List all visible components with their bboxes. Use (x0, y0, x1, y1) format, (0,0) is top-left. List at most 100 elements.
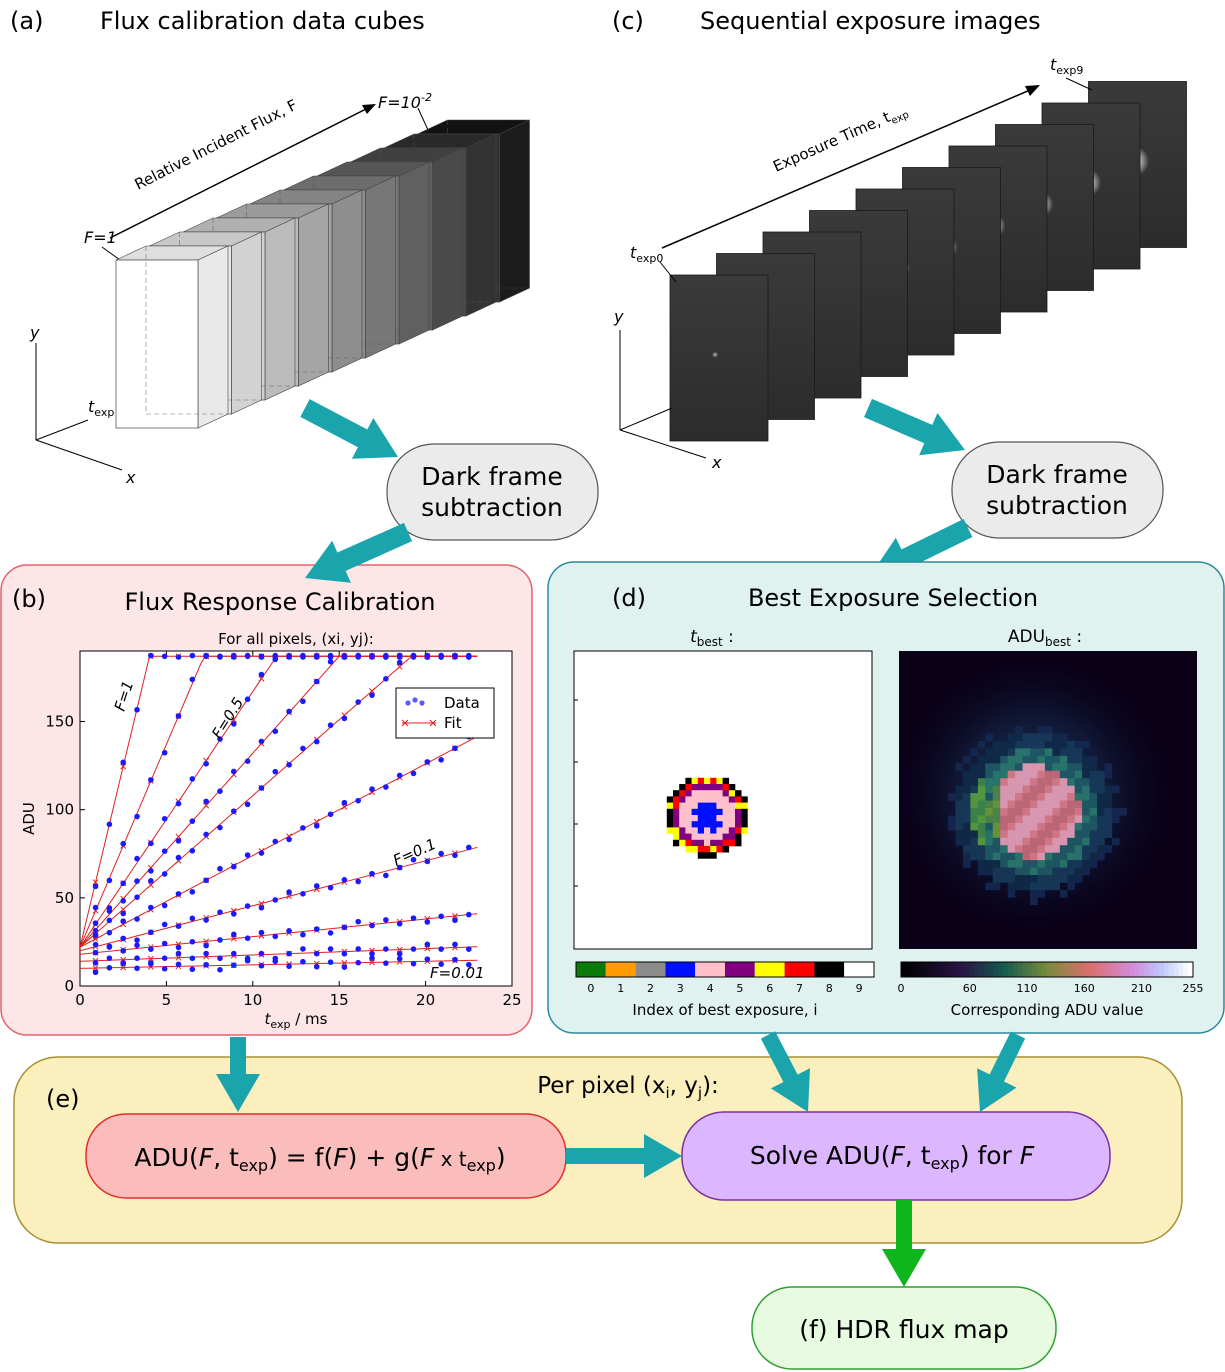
adu-pixel (1074, 852, 1083, 861)
data-point (106, 964, 113, 971)
data-point (189, 915, 196, 922)
adu-pixel (992, 763, 1001, 771)
tbest-pixel (679, 827, 686, 834)
adu-colorbar-cell (949, 962, 956, 977)
adu-pixel (955, 785, 964, 794)
data-point (217, 909, 223, 916)
adu-colorbar-label: Corresponding ADU value (951, 1001, 1144, 1019)
adu-pixel (1030, 793, 1038, 801)
legend-fit-marker (401, 719, 409, 727)
data-point (217, 653, 223, 660)
adu-pixel (1000, 770, 1008, 779)
adu-pixel (1089, 755, 1098, 764)
adu-pixel (1015, 882, 1023, 891)
data-point (217, 736, 223, 742)
adu-pixel (1052, 800, 1060, 809)
adu-colorbar-cell (1042, 962, 1048, 977)
fit-marker (258, 900, 265, 907)
adu-pixel (962, 793, 971, 801)
legend-data-marker (405, 700, 411, 706)
adu-pixel (1074, 793, 1083, 801)
data-point (369, 950, 375, 957)
data-point (120, 880, 126, 887)
data-point (466, 946, 472, 952)
data-point (92, 920, 99, 926)
data-point (286, 889, 292, 895)
data-point (203, 917, 209, 923)
adu-pixel (1089, 852, 1098, 861)
panel-d: (d) Best Exposure Selection tbest : ADUb… (547, 561, 1225, 1034)
data-point (355, 918, 362, 925)
adu-pixel (1037, 837, 1046, 846)
index-colorbar-cell (605, 962, 636, 977)
adu-pixel (1111, 815, 1120, 824)
data-point (244, 957, 251, 964)
tbest-pixel (679, 796, 686, 803)
adu-pixel (970, 852, 979, 861)
fit-marker (92, 936, 99, 942)
tbest-pixel (728, 821, 736, 828)
panel-d-title: Best Exposure Selection (748, 584, 1038, 612)
tbest-pixel (697, 846, 705, 853)
adu-colorbar-cell (915, 962, 921, 977)
adu-pixel (1089, 785, 1098, 794)
adu-pixel (962, 822, 971, 831)
data-point (148, 904, 154, 911)
adu-pixel (992, 740, 1001, 749)
tbest-index-map (666, 777, 748, 859)
adu-pixel (1000, 763, 1008, 771)
data-point (383, 917, 389, 923)
adu-pixel (1059, 808, 1068, 816)
data-point (134, 942, 140, 949)
data-point (106, 929, 113, 936)
index-colorbar-tick: 9 (856, 982, 863, 995)
adu-pixel (1030, 733, 1038, 742)
adu-colorbar-cell (1154, 962, 1160, 977)
tbest-pixel (710, 815, 717, 822)
index-colorbar-tick: 8 (826, 982, 833, 995)
adu-pixel (1052, 875, 1060, 883)
fit-marker (230, 716, 237, 723)
tbest-pixel (666, 821, 674, 828)
adu-pixel (1089, 837, 1098, 846)
data-point (341, 924, 348, 931)
adu-pixel (1067, 808, 1075, 816)
dark-frame-line2-left: subtraction (421, 493, 563, 522)
data-point (369, 692, 375, 698)
data-point (189, 955, 196, 962)
adu-pixel (977, 800, 986, 809)
adu-pixel (1007, 755, 1016, 764)
panel-a: (a) Flux calibration data cubes Relative… (10, 7, 530, 487)
adu-pixel (1022, 748, 1031, 757)
index-colorbar-tick: 7 (796, 982, 803, 995)
data-point (327, 811, 334, 818)
data-point (230, 654, 237, 660)
data-point (161, 749, 168, 756)
data-point (424, 919, 431, 925)
data-point (106, 908, 113, 914)
data-point (134, 813, 140, 820)
adu-pixel (1089, 822, 1098, 831)
adu-pixel (1007, 845, 1016, 853)
data-point (313, 963, 320, 970)
arrow-a-to-darkframe (300, 399, 398, 459)
adu-pixel (1082, 852, 1090, 861)
tbest-pixel (710, 852, 717, 859)
adu-pixel (1044, 726, 1053, 734)
adu-pixel (992, 875, 1001, 883)
data-point (466, 653, 472, 660)
adu-colorbar-cell (1061, 962, 1067, 977)
adu-pixel (1015, 815, 1023, 824)
data-point (300, 698, 306, 705)
tbest-pixel (728, 827, 736, 834)
tbest-pixel (710, 833, 717, 841)
adu-pixel (1007, 800, 1016, 809)
index-colorbar-cell (814, 962, 845, 977)
x-tick-label: 5 (162, 991, 172, 1009)
hdr-label: (f) HDR flux map (799, 1315, 1009, 1344)
cube-front-face (115, 259, 199, 429)
data-point (341, 654, 348, 660)
adu-pixel (985, 837, 993, 846)
adu-pixel (1059, 867, 1068, 876)
tbest-pixel (741, 821, 748, 828)
